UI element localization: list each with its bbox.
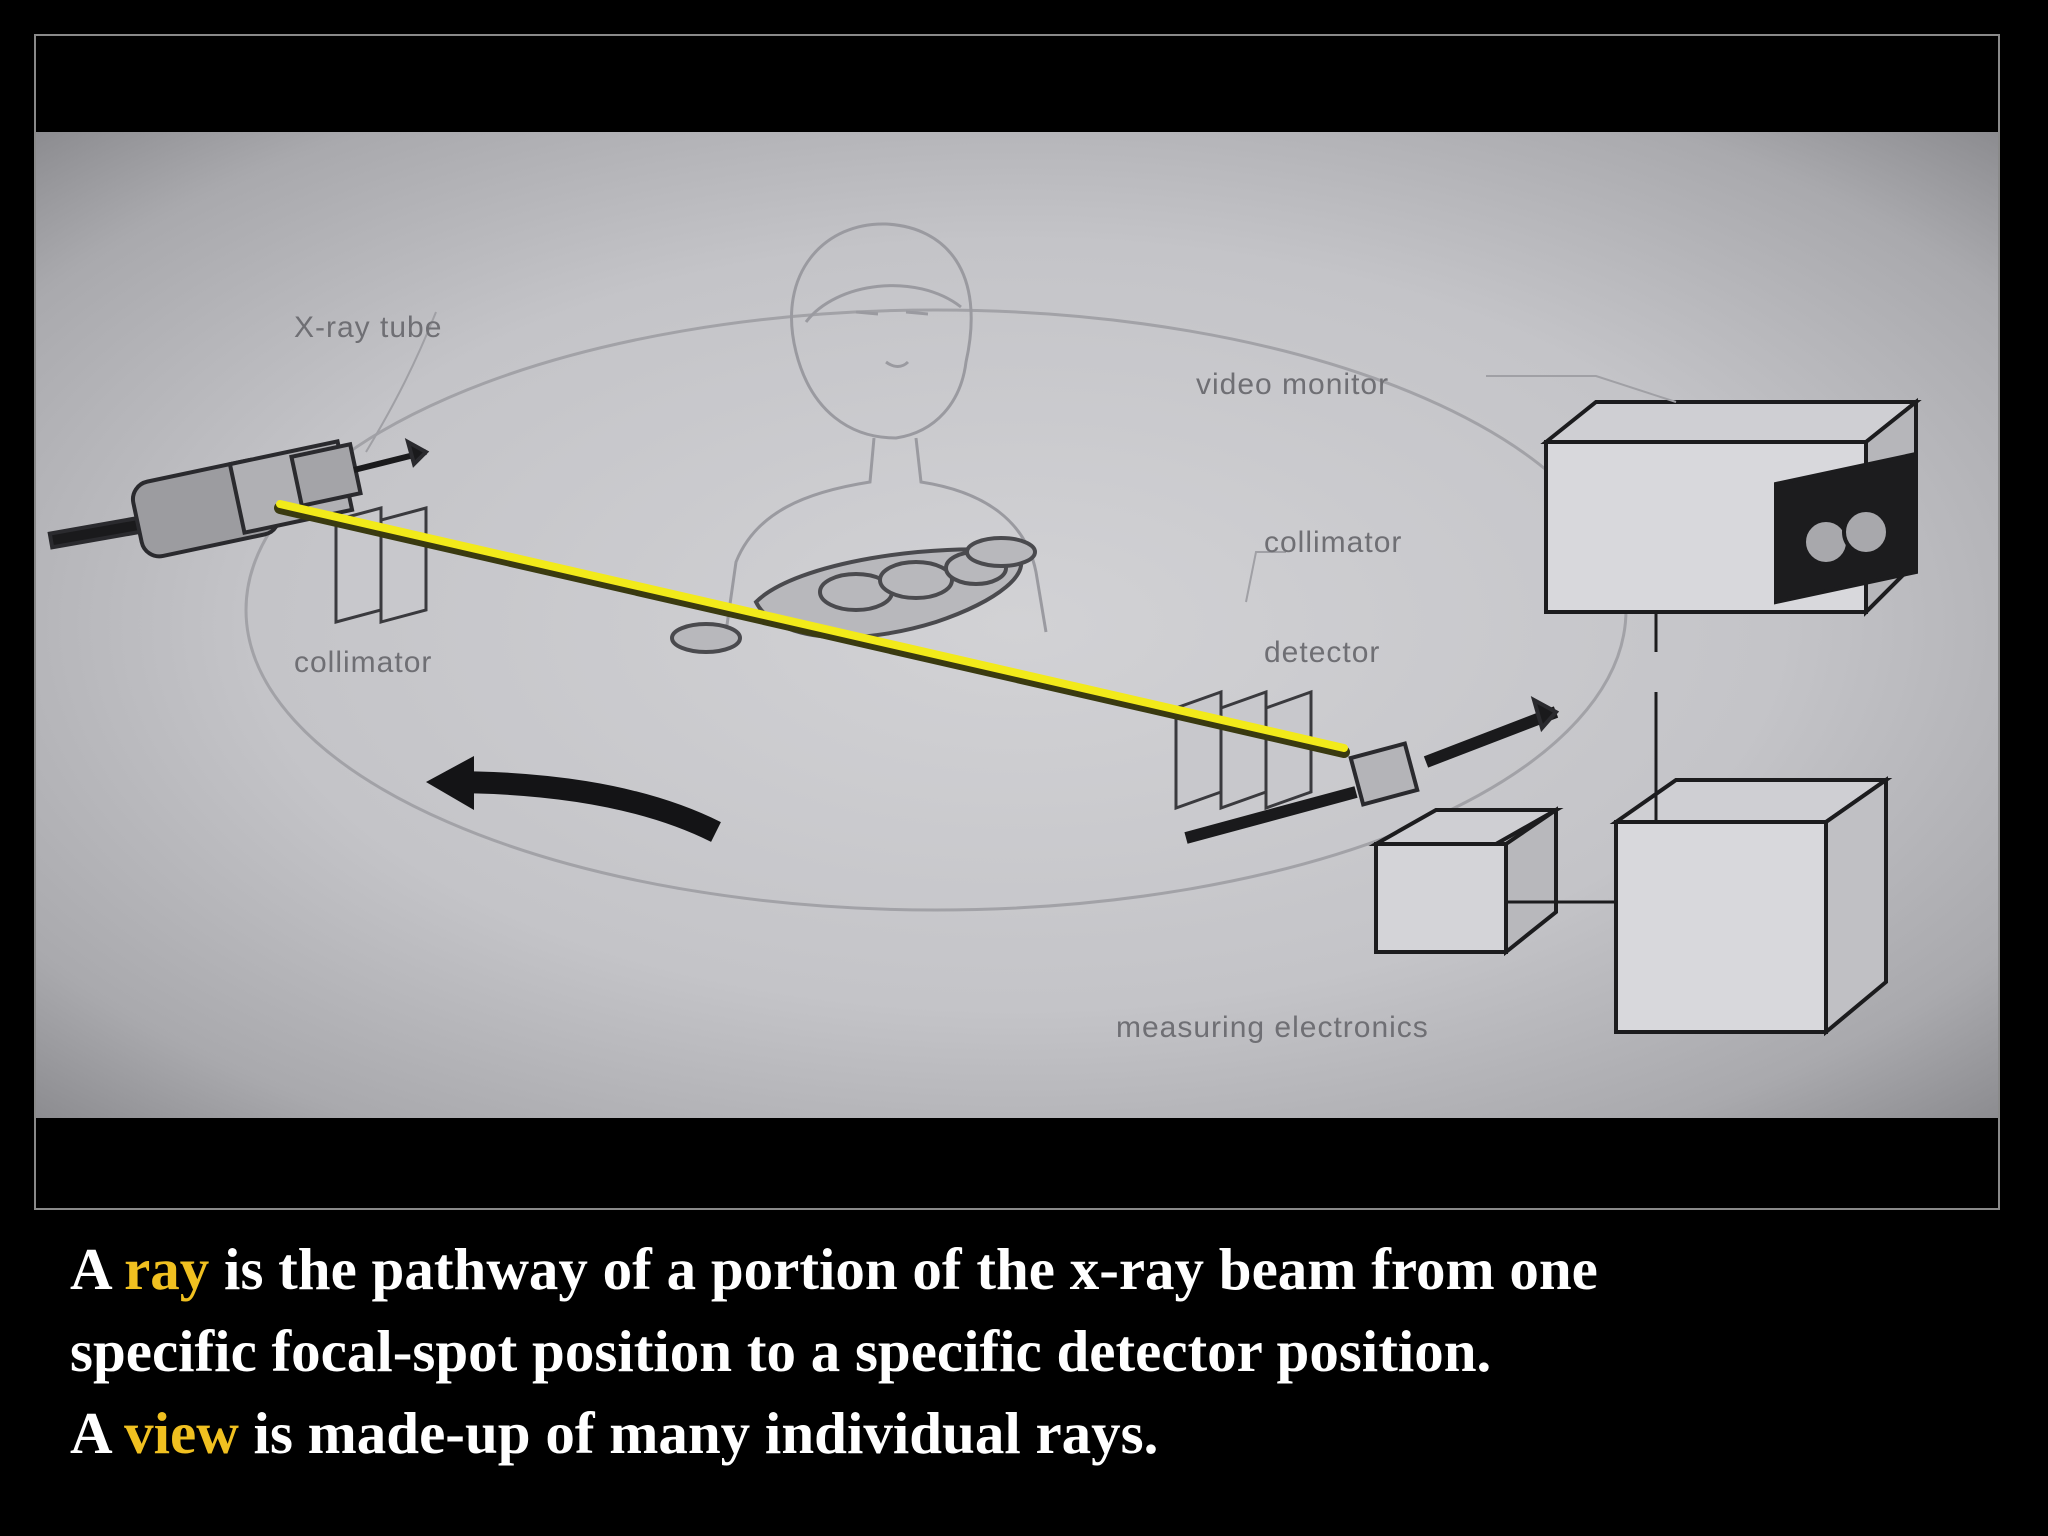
highlight-view: view: [124, 1400, 239, 1466]
label-measuring-electronics: measuring electronics: [1116, 1011, 1429, 1044]
label-detector: detector: [1264, 636, 1380, 669]
caption-line-3-rest: is made-up of many individual rays.: [253, 1400, 1159, 1466]
highlighted-ray: [276, 500, 1348, 752]
caption-line-3-a: A: [70, 1400, 110, 1466]
rotation-arrow: [426, 756, 721, 842]
label-video-monitor: video monitor: [1196, 368, 1389, 401]
caption: A ray is the pathway of a portion of the…: [70, 1228, 2000, 1474]
table-assembly: [670, 536, 1037, 654]
caption-line-3: A view is made-up of many individual ray…: [70, 1392, 2000, 1474]
measuring-electronics: [1368, 612, 1893, 1037]
right-collimator-plates: [1174, 689, 1313, 811]
label-collimator-right: collimator: [1264, 526, 1402, 559]
caption-line-1-a: A: [70, 1236, 110, 1302]
patient-figure: [724, 222, 1048, 633]
detector-assembly: [1184, 695, 1560, 844]
figure-frame: X-ray tube video monitor collimator coll…: [34, 34, 2000, 1210]
label-xray-tube: X-ray tube: [294, 311, 442, 344]
caption-line-1-rest: is the pathway of a portion of the x-ray…: [224, 1236, 1598, 1302]
highlight-ray: ray: [124, 1236, 210, 1302]
video-monitor: [1540, 397, 1922, 617]
leader-lines: [365, 311, 1677, 603]
caption-line-1: A ray is the pathway of a portion of the…: [70, 1228, 2000, 1310]
caption-line-2: specific focal-spot position to a specif…: [70, 1318, 1492, 1384]
ct-scanner-drawing: X-ray tube video monitor collimator coll…: [47, 222, 1922, 1044]
label-collimator-left: collimator: [294, 646, 432, 679]
ct-scanner-diagram-photo: X-ray tube video monitor collimator coll…: [36, 132, 1998, 1118]
